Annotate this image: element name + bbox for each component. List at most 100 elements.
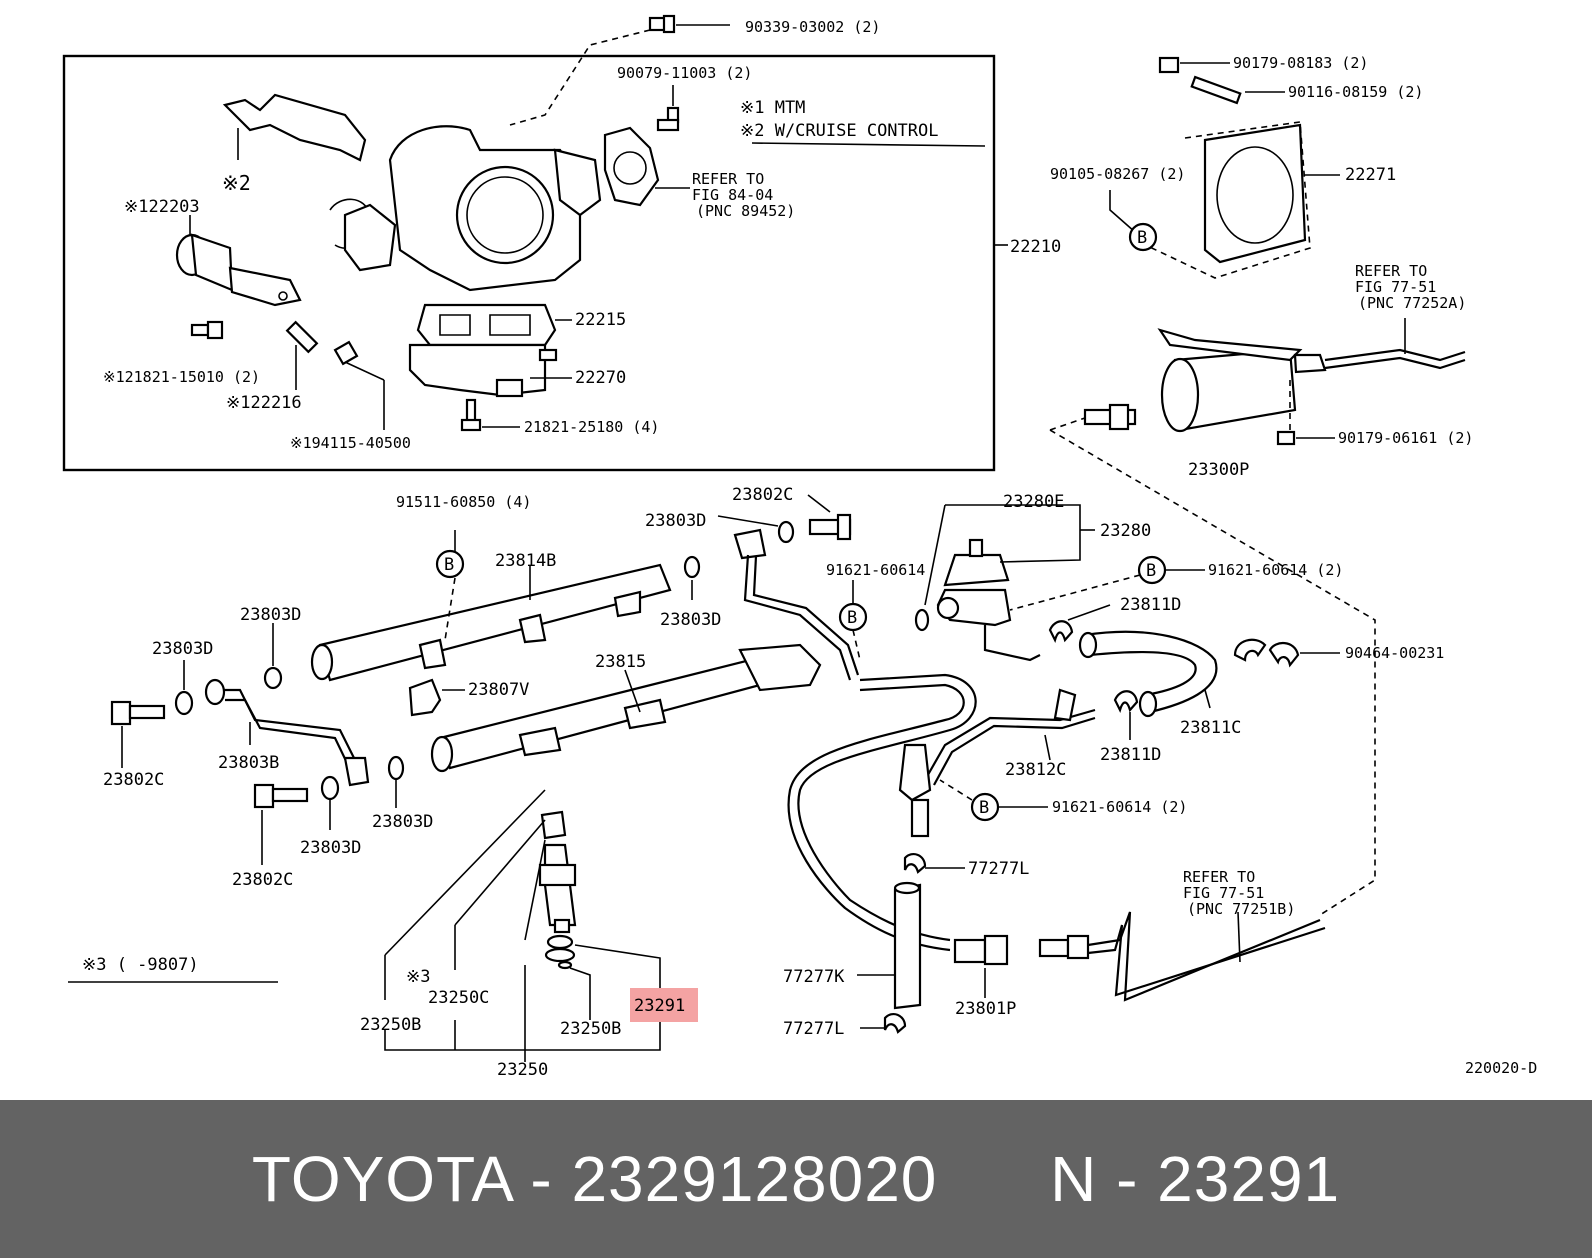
refer-1-line-3: (PNC 89452) bbox=[696, 202, 795, 220]
washer-23803D-d bbox=[387, 755, 405, 781]
mark-2: ※2 bbox=[222, 171, 251, 195]
label-23250: 23250 bbox=[497, 1060, 548, 1080]
label-91621-c: 91621-60614 (2) bbox=[1052, 798, 1187, 816]
b-letter-1: B bbox=[444, 555, 454, 575]
label-23803D-l: 23803D bbox=[152, 639, 213, 659]
highlight-23291 bbox=[630, 988, 698, 1022]
label-23802C-l: 23802C bbox=[103, 770, 164, 790]
label-23815: 23815 bbox=[595, 652, 646, 672]
washer-23803D-c bbox=[174, 690, 194, 716]
fitting-23801P bbox=[953, 934, 1009, 966]
fuel-inlet-fitting bbox=[1083, 403, 1137, 431]
fuel-pressure-regulator bbox=[936, 538, 1012, 627]
label-90179-06161: 90179-06161 (2) bbox=[1338, 429, 1473, 447]
bracket-part bbox=[222, 93, 367, 162]
insulator-23291 bbox=[546, 934, 574, 950]
figure-code: 220020-D bbox=[1465, 1059, 1537, 1077]
label-23811D-a: 23811D bbox=[1120, 595, 1181, 615]
label-23250B-r: 23250B bbox=[560, 1019, 621, 1039]
grommet-23250C bbox=[540, 810, 567, 840]
label-23280: 23280 bbox=[1100, 521, 1151, 541]
refer-3-line-1: REFER TO bbox=[1183, 868, 1255, 886]
label-90464: 90464-00231 bbox=[1345, 644, 1444, 662]
delivery-pipe-23815 bbox=[430, 643, 822, 773]
gasket-23280E bbox=[914, 608, 930, 632]
label-21821-25180: 21821-25180 (4) bbox=[524, 418, 659, 436]
label-23801P: 23801P bbox=[955, 999, 1016, 1019]
screw-21821-15010 bbox=[190, 320, 224, 340]
refer-3-line-2: FIG 77-51 bbox=[1183, 884, 1264, 902]
label-23807V: 23807V bbox=[468, 680, 529, 700]
nut-94115 bbox=[333, 340, 359, 366]
label-23291: 23291 bbox=[634, 996, 685, 1016]
label-90116: 90116-08159 (2) bbox=[1288, 83, 1423, 101]
label-22203: ※122203 bbox=[124, 197, 200, 217]
idle-speed-control-valve bbox=[408, 303, 558, 398]
grommet-23807V bbox=[408, 678, 442, 717]
refer-1-line-2: FIG 84-04 bbox=[692, 186, 773, 204]
b-letter-5: B bbox=[979, 798, 989, 818]
stud-90116 bbox=[1190, 75, 1242, 105]
label-22270: 22270 bbox=[575, 368, 626, 388]
refer-2-line-1: REFER TO bbox=[1355, 262, 1427, 280]
gasket-22271 bbox=[1203, 123, 1307, 264]
throttle-position-sensor bbox=[175, 233, 302, 307]
label-23802C-top: 23802C bbox=[732, 485, 793, 505]
union-bolt-23802C-b bbox=[253, 783, 309, 809]
clamp-77277L-a bbox=[903, 853, 927, 874]
label-23280E: 23280E bbox=[1003, 492, 1064, 512]
b-letter-2: B bbox=[1137, 228, 1147, 248]
mark-3: ※3 bbox=[406, 967, 430, 987]
label-23803D-r1: 23803D bbox=[240, 605, 301, 625]
note-3: ※3 ( -9807) bbox=[82, 955, 199, 975]
label-21821-15010: ※121821-15010 (2) bbox=[103, 368, 260, 386]
fuel-injector bbox=[538, 843, 577, 934]
stud-22216 bbox=[285, 320, 319, 354]
clamp-90464 bbox=[1233, 638, 1300, 668]
union-bolt-23802C-top bbox=[808, 513, 852, 541]
diagram-drawing: 90339-03002 (2) 90079-11003 (2) ※1 MTM ※… bbox=[62, 14, 1537, 1080]
label-94115: ※194115-40500 bbox=[290, 434, 411, 452]
fuel-line-connector bbox=[1038, 934, 1090, 960]
washer-23803D-b bbox=[263, 666, 283, 690]
label-23803D-b: 23803D bbox=[300, 838, 361, 858]
label-91511: 91511-60850 (4) bbox=[396, 493, 531, 511]
screw-90339 bbox=[648, 14, 676, 34]
label-23250B-l: 23250B bbox=[360, 1015, 421, 1035]
delivery-pipe-23814B bbox=[310, 563, 672, 682]
label-90105: 90105-08267 (2) bbox=[1050, 165, 1185, 183]
label-23803B: 23803B bbox=[218, 753, 279, 773]
label-23250C: 23250C bbox=[428, 988, 489, 1008]
parts-diagram: 90339-03002 (2) 90079-11003 (2) ※1 MTM ※… bbox=[62, 14, 1538, 1080]
clamp-23811D-b bbox=[1113, 690, 1139, 713]
bolt-90179-08183 bbox=[1158, 56, 1180, 74]
label-23811C: 23811C bbox=[1180, 718, 1241, 738]
label-23812C: 23812C bbox=[1005, 760, 1066, 780]
b-circle-1 bbox=[435, 549, 465, 579]
label-23814B: 23814B bbox=[495, 551, 556, 571]
bolt-90179-06161 bbox=[1276, 430, 1296, 446]
o-ring-23250B-bottom bbox=[557, 960, 573, 970]
throttle-body-group-box bbox=[62, 54, 996, 472]
b-letter-3: B bbox=[847, 608, 857, 628]
note-cruise-control: ※2 W/CRUISE CONTROL bbox=[740, 121, 938, 141]
fuel-filter bbox=[1157, 328, 1327, 433]
label-22215: 22215 bbox=[575, 310, 626, 330]
b-circle-2 bbox=[1128, 222, 1158, 252]
label-91621-a: 91621-60614 bbox=[826, 561, 925, 579]
b-letter-4: B bbox=[1146, 561, 1156, 581]
washer-23803D-a bbox=[683, 555, 701, 579]
hose-77277K bbox=[893, 883, 922, 1010]
washer-23803D-top bbox=[777, 520, 795, 544]
label-22210: 22210 bbox=[1010, 237, 1061, 257]
pipe-clamp bbox=[733, 528, 767, 560]
refer-2-line-2: FIG 77-51 bbox=[1355, 278, 1436, 296]
label-23811D-b: 23811D bbox=[1100, 745, 1161, 765]
note-mtm: ※1 MTM bbox=[740, 98, 805, 118]
bolt-21821-25180 bbox=[460, 398, 482, 432]
clamp-77277L-b bbox=[883, 1013, 907, 1034]
refer-1-line-1: REFER TO bbox=[692, 170, 764, 188]
footer-part-number: TOYOTA - 2329128020 N - 23291 bbox=[251, 1143, 1341, 1215]
screw-90079 bbox=[656, 106, 680, 132]
label-22271: 22271 bbox=[1345, 165, 1396, 185]
